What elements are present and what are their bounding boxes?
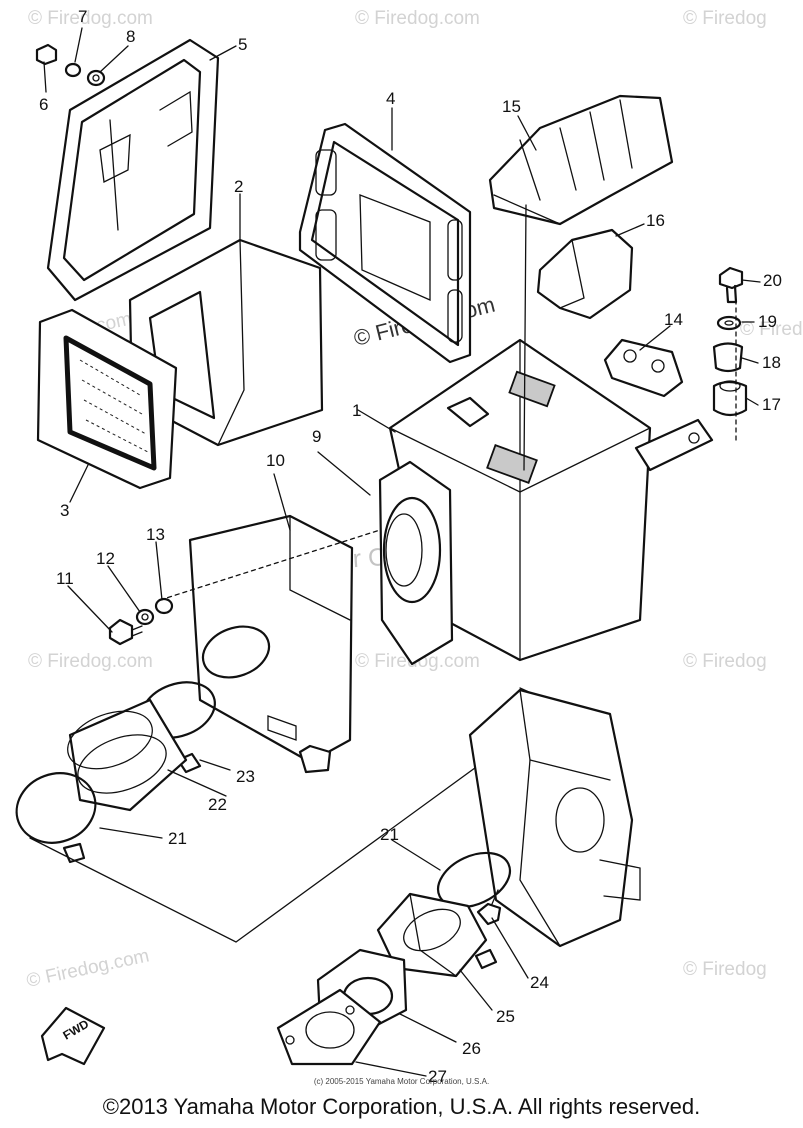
footer-small-copyright: (c) 2005-2015 Yamaha Motor Corporation, …: [313, 1077, 490, 1086]
part-24-screw: [476, 889, 502, 926]
callout-21-lower: 21: [380, 825, 399, 844]
part-17-grommet: [712, 380, 748, 417]
part-11-bolt: [108, 618, 143, 646]
watermark-top-center: © Firedog.com: [355, 8, 480, 29]
footer-copyright: ©2013 Yamaha Motor Corporation, U.S.A. A…: [102, 1094, 701, 1119]
part-20-bolt: [718, 266, 744, 304]
part-27-gasket: [276, 988, 382, 1066]
carburetor-assembly: [468, 688, 641, 948]
part-25-joint: [376, 892, 498, 978]
watermark-bottom-right: © Firedog: [683, 959, 767, 980]
part-21-clamp: [15, 772, 97, 864]
watermark-mid-right: © Firedog: [740, 319, 803, 340]
callout-4: 4: [386, 89, 395, 108]
watermark-row3-left: © Firedog.com: [28, 651, 153, 672]
callout-numbers: 7 8 5 6 4 15 2 16 20 14 19 18 17 1 9 10 …: [39, 7, 782, 1086]
part-6-bolt: [35, 43, 58, 66]
watermark-row3-right: © Firedog: [683, 651, 767, 672]
callout-26: 26: [462, 1039, 481, 1058]
callout-10: 10: [266, 451, 285, 470]
callout-22: 22: [208, 795, 227, 814]
callout-14: 14: [664, 310, 683, 329]
part-14-bracket: [603, 338, 684, 398]
callout-23: 23: [236, 767, 255, 786]
part-22-joint: [67, 698, 188, 812]
callout-8: 8: [126, 27, 135, 46]
leader-lines: [43, 27, 761, 1077]
callout-15: 15: [502, 97, 521, 116]
watermark-bottom-left: © Firedog.com: [25, 945, 152, 992]
part-9-joint-plate: [378, 460, 454, 666]
callout-13: 13: [146, 525, 165, 544]
callout-24: 24: [530, 973, 549, 992]
callout-6: 6: [39, 95, 48, 114]
part-8-washer: [86, 69, 106, 87]
watermark-top-left: © Firedog.com: [28, 8, 153, 29]
callout-18: 18: [762, 353, 781, 372]
callout-19: 19: [758, 312, 777, 331]
part-13-washer: [154, 597, 174, 615]
part-18-collar: [712, 342, 744, 373]
part-3-filter-guide: [36, 308, 178, 490]
callout-16: 16: [646, 211, 665, 230]
part-15-intake-duct: [488, 94, 674, 226]
callout-21: 21: [168, 829, 187, 848]
callout-25: 25: [496, 1007, 515, 1026]
part-1-air-cleaner-case: [388, 338, 714, 662]
callout-2: 2: [234, 177, 243, 196]
watermark-top-right: © Firedog: [683, 8, 767, 29]
part-7-washer: [64, 62, 82, 78]
callout-11: 11: [56, 569, 74, 588]
part-16-rubber-duct: [536, 228, 634, 320]
part-10-air-box: [188, 514, 354, 774]
callout-20: 20: [763, 271, 782, 290]
callout-27: 27: [428, 1067, 447, 1086]
part-21-lower-clamp: [436, 851, 512, 909]
callout-17: 17: [762, 395, 781, 414]
part-12-washer: [135, 608, 155, 626]
callout-1: 1: [352, 401, 361, 420]
callout-12: 12: [96, 549, 115, 568]
part-19-washer: [716, 315, 742, 331]
callout-7: 7: [78, 7, 87, 26]
part-5-filter-cap: [46, 38, 220, 302]
part-4-case-cover: [298, 122, 472, 364]
callout-9: 9: [312, 427, 321, 446]
fwd-arrow: FWD: [40, 1006, 106, 1066]
callout-3: 3: [60, 501, 69, 520]
callout-5: 5: [238, 35, 247, 54]
